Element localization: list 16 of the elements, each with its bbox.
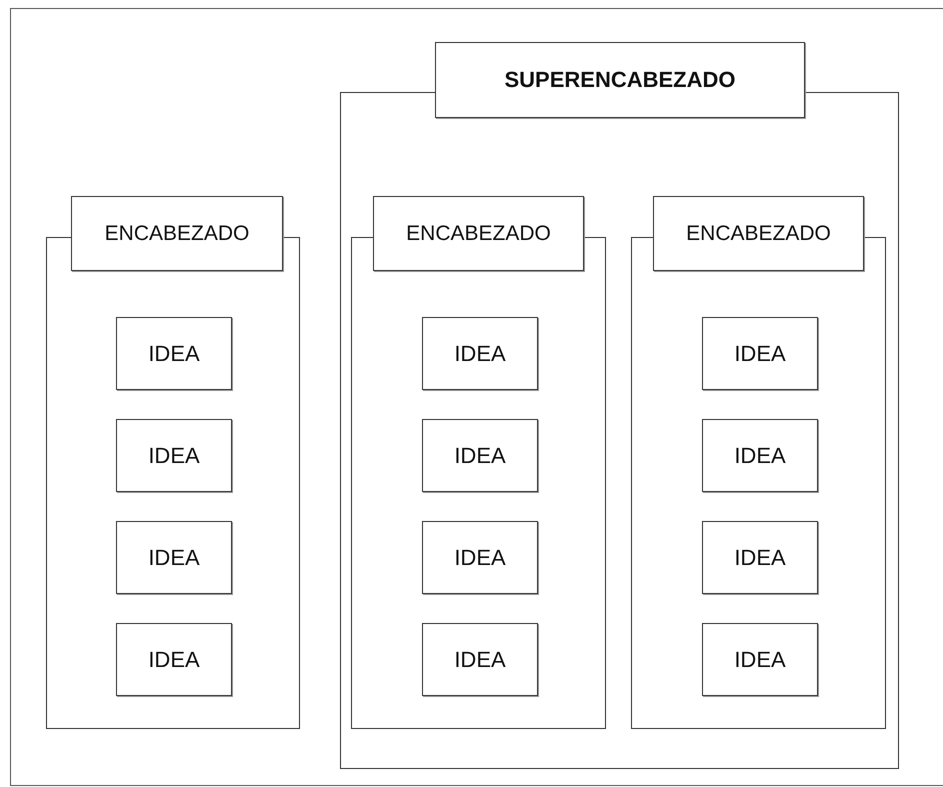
idea-box: IDEA [702, 419, 818, 492]
idea-box: IDEA [702, 317, 818, 390]
idea-box: IDEA [116, 419, 232, 492]
idea-box: IDEA [422, 623, 538, 696]
idea-box: IDEA [422, 317, 538, 390]
idea-box: IDEA [116, 317, 232, 390]
heading-label: ENCABEZADO [373, 196, 584, 271]
idea-box: IDEA [422, 419, 538, 492]
idea-box: IDEA [116, 623, 232, 696]
heading-label: ENCABEZADO [71, 196, 283, 271]
heading-label: ENCABEZADO [653, 196, 864, 271]
idea-box: IDEA [422, 521, 538, 594]
idea-box: IDEA [702, 623, 818, 696]
heading-label: SUPERENCABEZADO [435, 42, 805, 118]
idea-box: IDEA [702, 521, 818, 594]
idea-box: IDEA [116, 521, 232, 594]
